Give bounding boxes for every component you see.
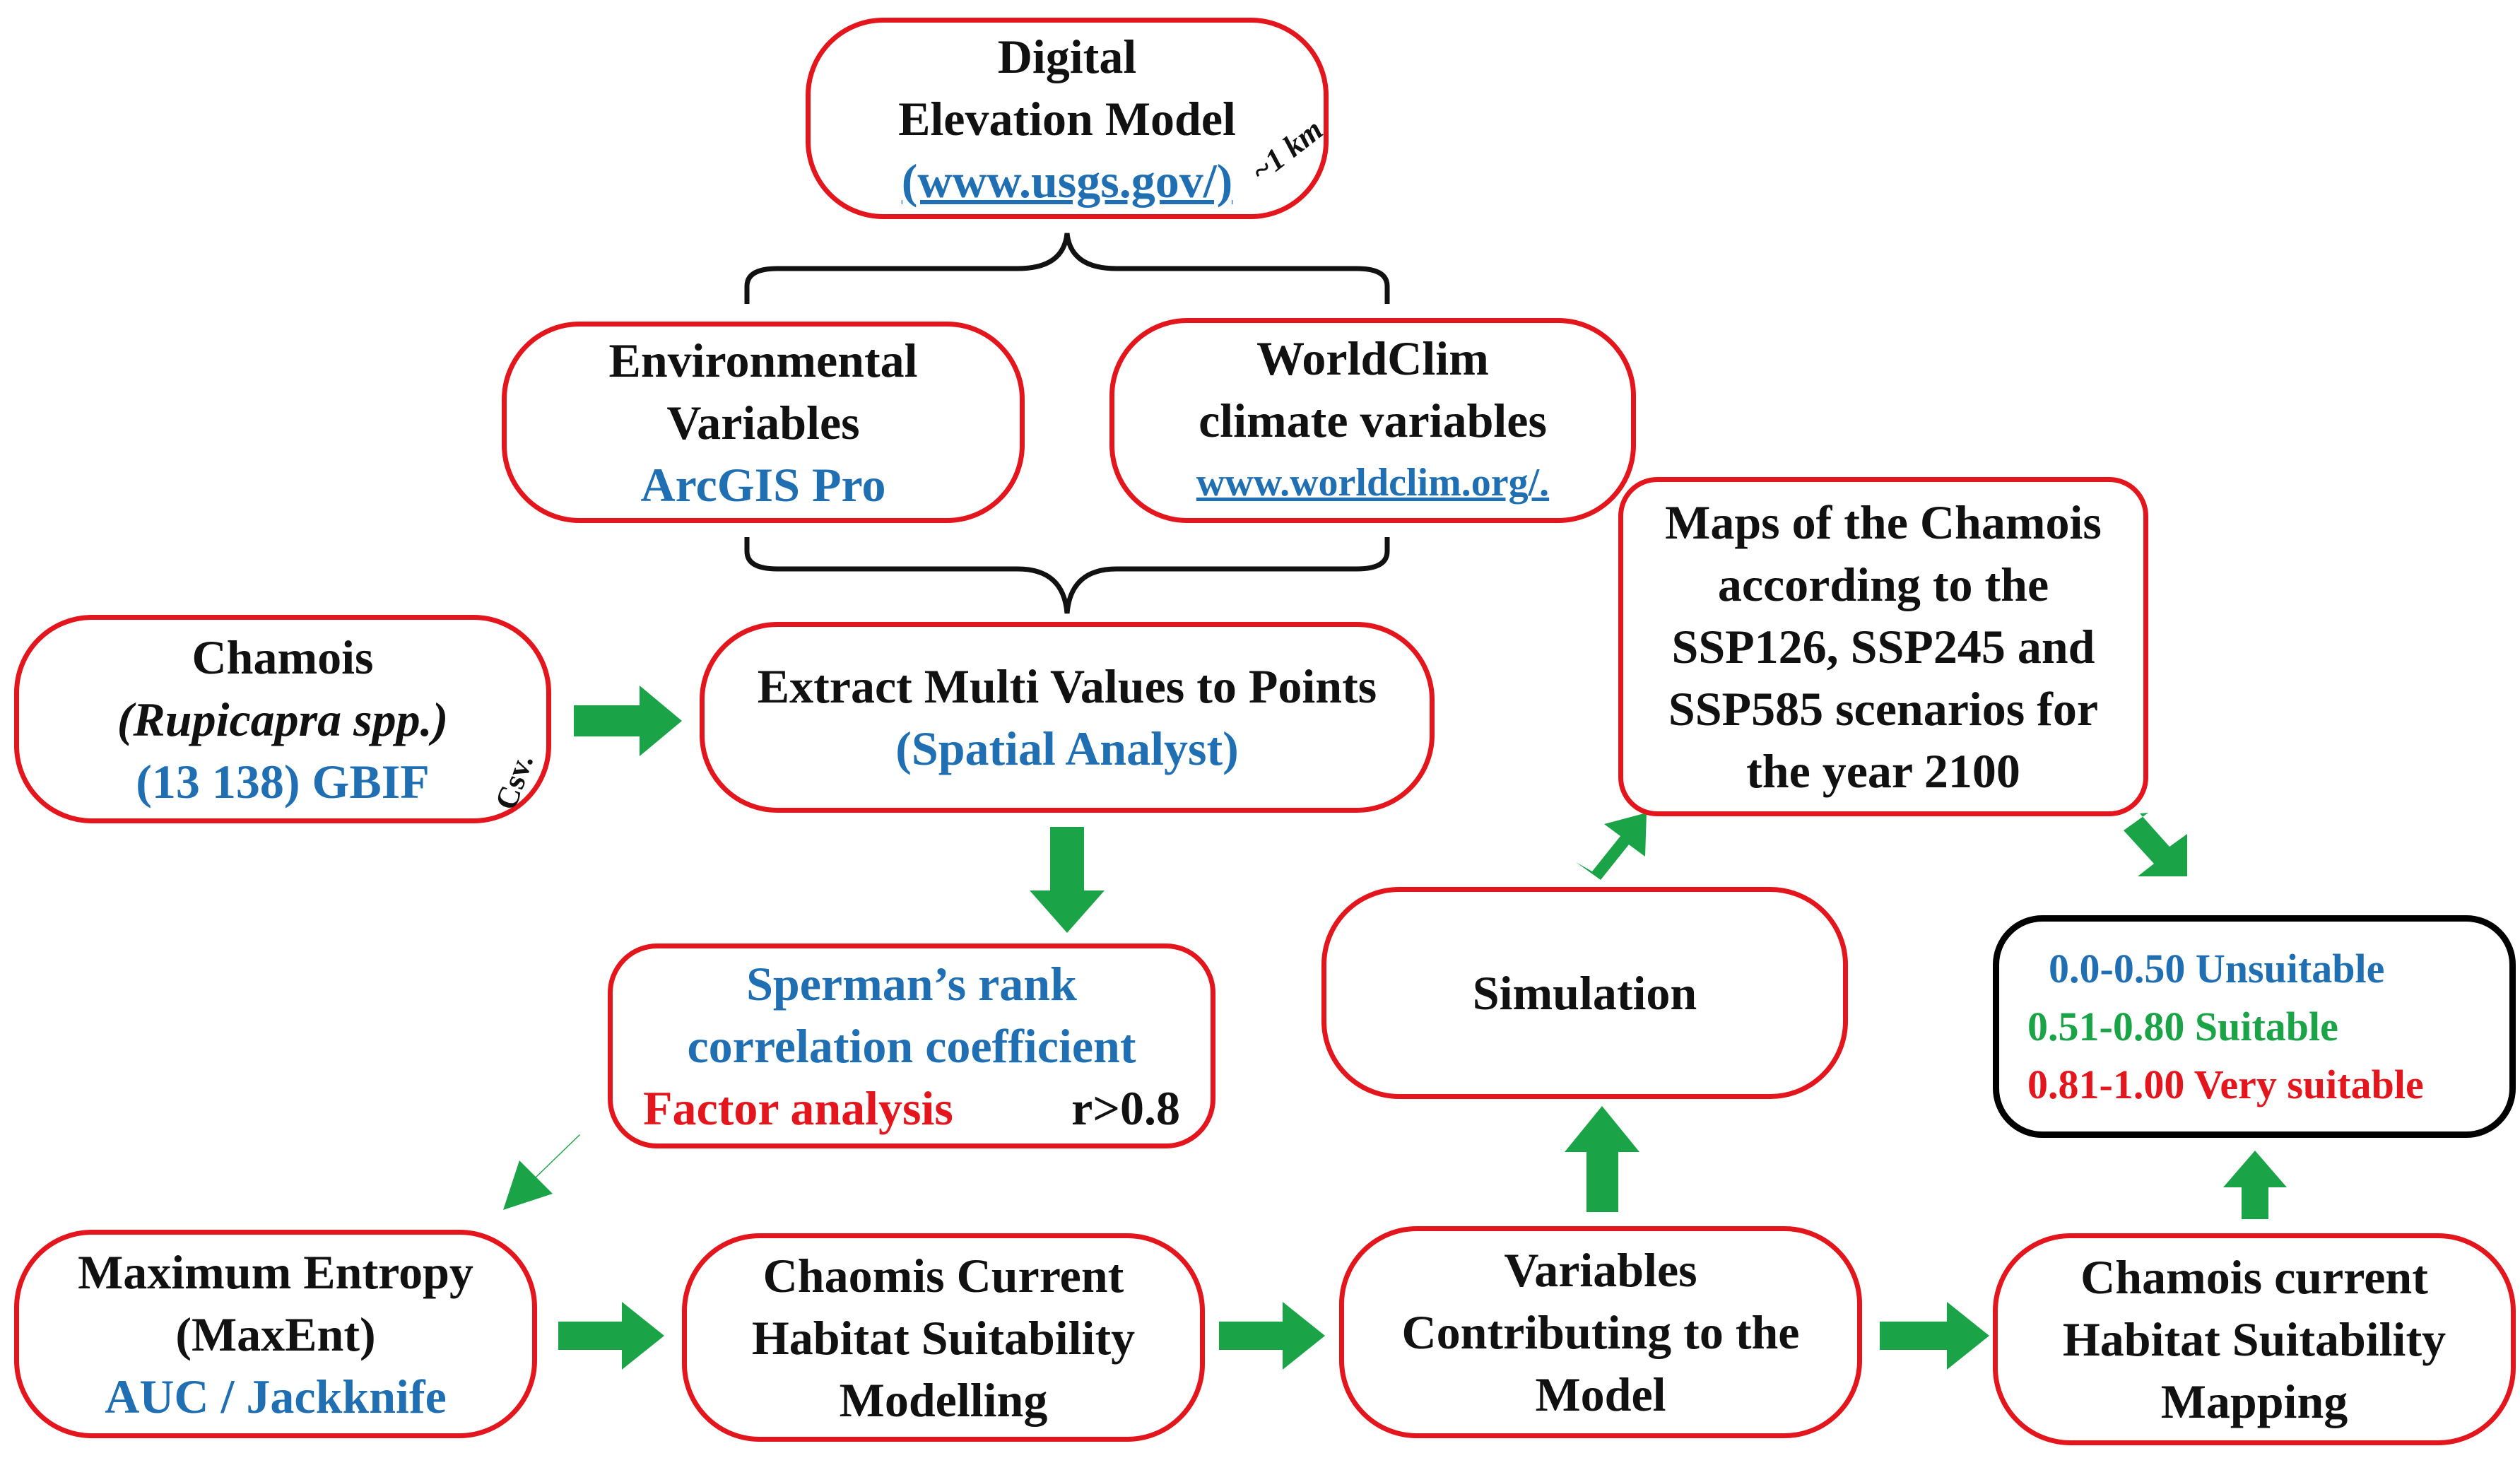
arrow-chamois-extract [574, 686, 682, 756]
legend-row-unsuitable: 0.0-0.50 Unsuitable [2049, 940, 2384, 998]
arrow-mapping-legend [2223, 1151, 2287, 1219]
extract-tool: (Spatial Analyst) [895, 722, 1239, 775]
legend-label-unsuitable: Unsuitable [2195, 945, 2385, 992]
arrow-simulation-maps [1576, 813, 1647, 880]
env-line2: Variables [666, 395, 860, 449]
modelling-line2: Habitat Suitability [751, 1310, 1136, 1365]
worldclim-box: WorldClim climate variables www.worldcli… [1109, 318, 1636, 523]
dem-link[interactable]: (www.usgs.gov/) [901, 153, 1233, 208]
maps-line1: Maps of the Chamois [1665, 495, 2102, 549]
variables-box: Variables Contributing to the Model [1339, 1226, 1862, 1438]
modelling-line1: Chaomis Current [763, 1248, 1124, 1303]
maps-box: Maps of the Chamois according to the SSP… [1618, 477, 2148, 816]
extract-box: Extract Multi Values to Points (Spatial … [700, 622, 1435, 813]
dem-title-line2: Elevation Model [898, 91, 1236, 146]
simulation-label: Simulation [1472, 966, 1697, 1020]
brace-top [744, 233, 1390, 304]
legend-range-unsuitable: 0.0-0.50 [2049, 945, 2186, 992]
spearman-line1: Sperman’s rank [746, 957, 1077, 1011]
arrow-modelling-variables [1219, 1302, 1325, 1370]
spearman-line3: Factor analysis r>0.8 [643, 1077, 1180, 1139]
spearman-line2: correlation coefficient [687, 1019, 1136, 1073]
legend-label-suitable: Suitable [2194, 1003, 2338, 1050]
mapping-line2: Habitat Suitability [2062, 1312, 2447, 1366]
worldclim-line1: WorldClim [1256, 331, 1489, 385]
dem-title-line1: Digital [997, 29, 1137, 83]
dem-box: Digital Elevation Model (www.usgs.gov/) [806, 18, 1329, 219]
simulation-box: Simulation [1321, 887, 1848, 1099]
mapping-line3: Mapping [2160, 1375, 2348, 1428]
maxent-metrics: AUC / Jackknife [105, 1369, 447, 1423]
legend-range-suitable: 0.51-0.80 [2027, 1003, 2185, 1050]
arrow-variables-simulation [1565, 1106, 1639, 1212]
maps-line4: SSP585 scenarios for [1668, 682, 2099, 736]
legend-range-very-suitable: 0.81-1.00 [2027, 1061, 2185, 1107]
chamois-species: (Rupicapra spp.) [117, 692, 449, 746]
spearman-box: Sperman’s rank correlation coefficient F… [608, 943, 1215, 1148]
arrow-maxent-modelling [558, 1302, 664, 1370]
chamois-box: Chamois (Rupicapra spp.) (13 138) GBIF [14, 615, 551, 823]
maps-line3: SSP126, SSP245 and [1671, 620, 2095, 674]
chamois-source: (13 138) GBIF [136, 754, 430, 809]
maxent-line1: Maximum Entropy [78, 1245, 473, 1299]
legend-label-very-suitable: Very suitable [2194, 1061, 2424, 1107]
mapping-box: Chamois current Habitat Suitability Mapp… [1993, 1233, 2516, 1445]
brace-bottom [744, 537, 1390, 614]
maxent-box: Maximum Entropy (MaxEnt) AUC / Jackknife [14, 1230, 537, 1438]
spearman-factor: Factor analysis [643, 1081, 953, 1135]
worldclim-line2: climate variables [1199, 394, 1547, 447]
arrow-spearman-maxent [503, 1134, 604, 1210]
arrow-variables-mapping [1880, 1302, 1989, 1370]
maxent-line2: (MaxEnt) [175, 1307, 376, 1361]
env-tool: ArcGIS Pro [640, 457, 886, 512]
variables-line1: Variables [1504, 1243, 1697, 1297]
spearman-threshold: r>0.8 [1071, 1081, 1180, 1135]
chamois-line1: Chamois [192, 630, 374, 684]
legend-row-suitable: 0.51-0.80 Suitable [2027, 998, 2338, 1056]
arrow-extract-spearman [1030, 827, 1105, 933]
legend-row-very-suitable: 0.81-1.00 Very suitable [2027, 1056, 2424, 1114]
mapping-line1: Chamois current [2080, 1250, 2428, 1304]
extract-line1: Extract Multi Values to Points [757, 659, 1377, 713]
variables-line2: Contributing to the [1401, 1305, 1800, 1359]
modelling-box: Chaomis Current Habitat Suitability Mode… [682, 1233, 1205, 1442]
variables-line3: Model [1535, 1368, 1666, 1421]
arrow-maps-legend [2124, 813, 2187, 876]
env-line1: Environmental [608, 333, 918, 387]
worldclim-link[interactable]: www.worldclim.org/. [1196, 461, 1550, 505]
modelling-line3: Modelling [839, 1372, 1048, 1427]
maps-line2: according to the [1717, 558, 2049, 611]
maps-line5: the year 2100 [1746, 744, 2020, 798]
env-box: Environmental Variables ArcGIS Pro [502, 322, 1025, 523]
legend-box: 0.0-0.50 Unsuitable 0.51-0.80 Suitable 0… [1993, 915, 2516, 1138]
